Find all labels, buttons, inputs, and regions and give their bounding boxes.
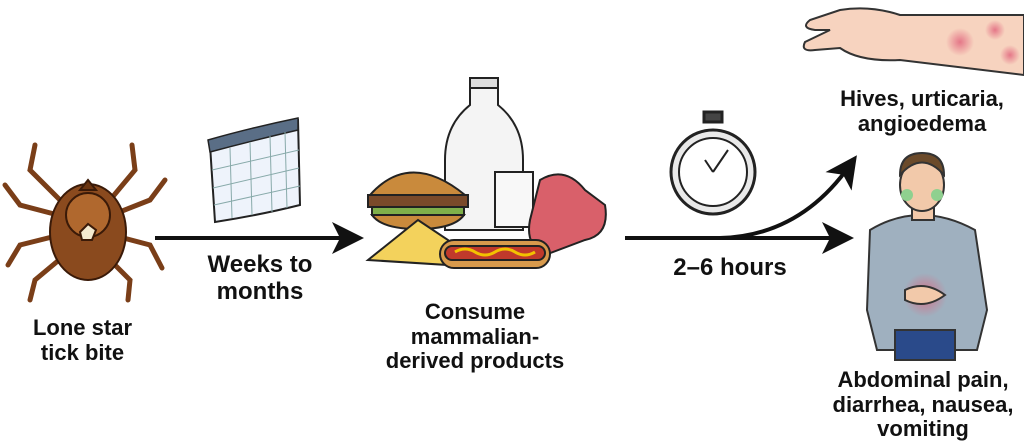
food-label-line: Consume <box>424 299 526 324</box>
gi-label-line: Abdominal pain, <box>837 367 1009 392</box>
tick-label-line: tick bite <box>40 339 125 365</box>
calendar-icon <box>207 117 302 224</box>
arrow-to-hives <box>719 155 857 240</box>
gi-symptoms-label: Abdominal pain, diarrhea, nausea, vomiti… <box>818 367 1024 442</box>
person-abdominal-pain-icon <box>865 151 989 361</box>
tick-icon <box>2 142 168 303</box>
arm-with-hives-icon <box>802 7 1024 77</box>
tick-label: Lone star tick bite <box>0 315 165 365</box>
stopwatch-icon <box>669 110 757 216</box>
hives-label: Hives, urticaria, angioedema <box>820 86 1024 136</box>
delay-label: Weeks to months <box>180 251 340 306</box>
hours-label: 2–6 hours <box>673 254 787 281</box>
hives-label-line: angioedema <box>857 110 987 136</box>
food-label-line: mammalian- <box>410 323 540 349</box>
tick-label-line: Lone star <box>32 315 133 340</box>
hives-label-line: Hives, urticaria, <box>840 86 1004 111</box>
delay-label-line: months <box>216 277 304 305</box>
gi-label-line: vomiting <box>877 416 969 442</box>
gi-label-line: diarrhea, nausea, <box>832 391 1014 417</box>
food-icon <box>365 77 607 269</box>
delay-label-line: Weeks to <box>207 251 313 278</box>
food-label-line: derived products <box>385 348 565 374</box>
food-label: Consume mammalian- derived products <box>370 299 580 374</box>
